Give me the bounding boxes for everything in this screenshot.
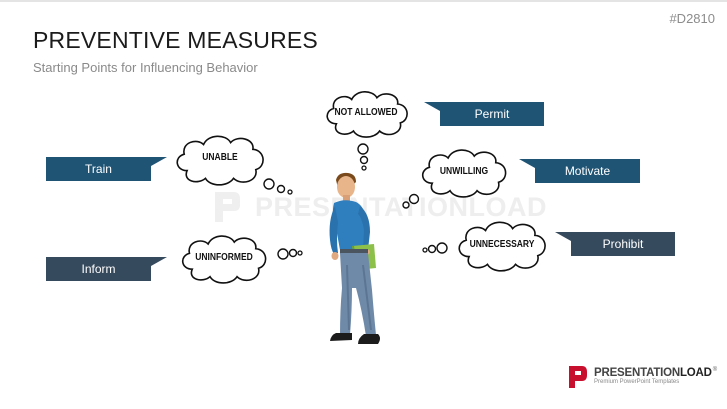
- person-illustration: [329, 172, 380, 344]
- watermark-text: PRESENTATIONLOAD: [255, 192, 548, 222]
- head: [337, 176, 355, 198]
- logo-icon: [569, 366, 587, 388]
- slide-code: #D2810: [669, 11, 715, 26]
- callout-pointer: [555, 232, 571, 241]
- thought-label-uninformed: UNINFORMED: [195, 252, 253, 263]
- logo-mark: ®: [712, 367, 718, 373]
- measure-label: Inform: [81, 262, 116, 276]
- slide-title: PREVENTIVE MEASURES: [33, 27, 318, 53]
- measure-permit: Permit: [424, 102, 544, 126]
- callout-pointer: [519, 159, 535, 168]
- cloud-unnecessary: [422, 221, 546, 272]
- thought-label-unable: UNABLE: [202, 152, 238, 163]
- thought-label-unnecessary: UNNECESSARY: [469, 239, 535, 250]
- watermark-icon: [215, 192, 240, 222]
- measure-label: Permit: [474, 107, 510, 121]
- shoe-right: [358, 334, 380, 344]
- shirt: [332, 200, 368, 252]
- cloud-unwilling: [402, 149, 507, 209]
- shoe-left: [330, 333, 352, 341]
- measure-label: Prohibit: [602, 237, 644, 251]
- hair: [336, 172, 356, 188]
- cloud-not-allowed: [326, 90, 408, 171]
- callout-pointer: [424, 102, 440, 111]
- logo-name-bold: LOAD: [679, 367, 712, 379]
- measure-inform: Inform: [46, 257, 167, 281]
- measure-train: Train: [46, 157, 167, 181]
- logo-name-light: PRESENTATION: [594, 367, 680, 379]
- slide-subtitle: Starting Points for Influencing Behavior: [33, 60, 258, 75]
- measure-label: Train: [85, 162, 112, 176]
- thought-label-not-allowed: NOT ALLOWED: [334, 107, 398, 118]
- measure-label: Motivate: [564, 164, 611, 178]
- measure-prohibit: Prohibit: [555, 232, 675, 256]
- cloud-uninformed: [181, 235, 303, 284]
- callout-pointer: [151, 257, 167, 266]
- callout-pointer: [151, 157, 167, 166]
- measure-motivate: Motivate: [519, 159, 640, 183]
- cloud-unable: [176, 135, 293, 195]
- thought-label-unwilling: UNWILLING: [439, 166, 489, 177]
- top-divider: [0, 0, 727, 2]
- logo-tagline: Premium PowerPoint Templates: [594, 379, 680, 385]
